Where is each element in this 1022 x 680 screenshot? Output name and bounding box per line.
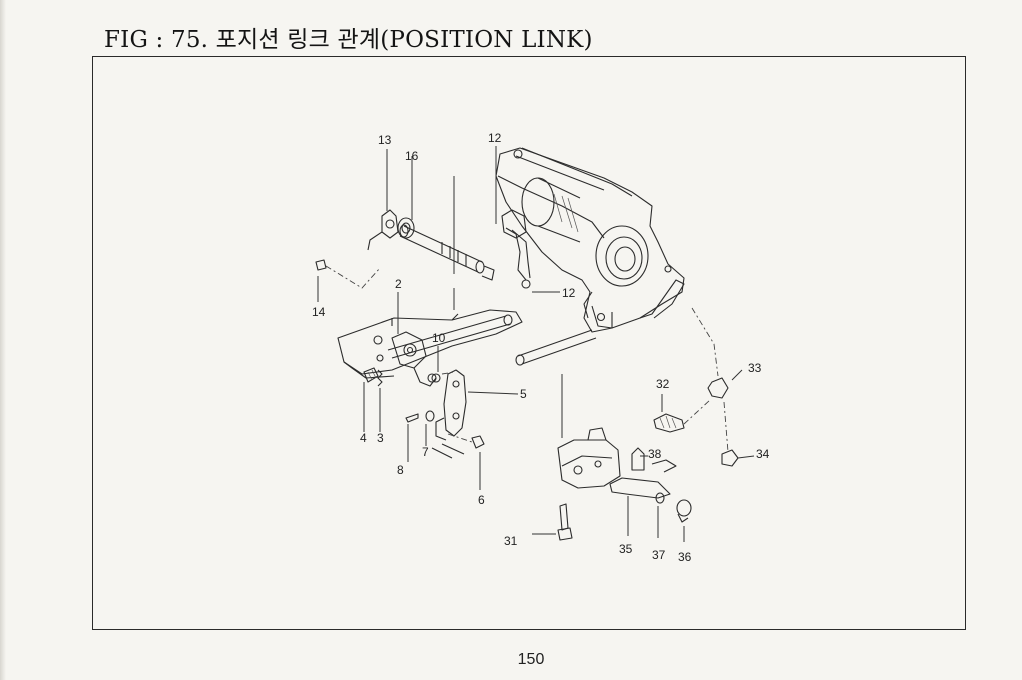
callout-31: 31 [504, 534, 518, 548]
long-link-rod [387, 314, 513, 359]
part-32-link [653, 399, 711, 433]
part-35-plate [609, 459, 677, 499]
callout-6: 6 [478, 493, 485, 507]
part-2-lever [391, 331, 437, 387]
part-7-washer [425, 410, 435, 422]
base-plate [337, 309, 523, 379]
lower-bracket-block [557, 427, 621, 489]
part-31-bolt [557, 503, 573, 541]
callout-4: 4 [360, 431, 367, 445]
callout-13: 13 [378, 133, 392, 147]
callout-35: 35 [619, 542, 633, 556]
callout-32: 32 [656, 377, 670, 391]
callout-7: 7 [422, 445, 429, 459]
callout-8: 8 [397, 463, 404, 477]
figure-frame [92, 56, 966, 630]
callout-14: 14 [312, 305, 326, 319]
part-3-spring [377, 369, 383, 387]
callout-labels: 13 16 12 12 14 2 10 5 4 3 7 8 6 33 32 38… [312, 131, 770, 564]
part-38-pin [631, 447, 645, 471]
scan-edge-shadow [0, 0, 6, 680]
callout-38: 38 [648, 447, 662, 461]
callout-2: 2 [395, 277, 402, 291]
page-title: FIG : 75. 포지션 링크 관계(POSITION LINK) [104, 27, 593, 53]
part-4-pin [363, 367, 379, 383]
callout-36: 36 [678, 550, 692, 564]
callout-12-side: 12 [562, 286, 576, 300]
page-number: 150 [517, 651, 545, 668]
part-8-screw [405, 413, 419, 423]
leader-lines [317, 146, 755, 542]
part-36-knob [676, 499, 692, 523]
part-13-bracket [367, 209, 399, 251]
part-14-bolt [315, 259, 381, 289]
callout-3: 3 [377, 431, 384, 445]
callout-5: 5 [520, 387, 527, 401]
callout-34: 34 [756, 447, 770, 461]
callout-12-top: 12 [488, 131, 502, 145]
callout-16: 16 [405, 149, 419, 163]
callout-37: 37 [652, 548, 666, 562]
part-5-lever [435, 369, 467, 441]
part-33-joint [691, 307, 729, 399]
part-6-bolt [431, 433, 485, 459]
exploded-parts-diagram: 13 16 12 12 14 2 10 5 4 3 7 8 6 33 32 38… [312, 131, 770, 564]
gear-housing [495, 147, 685, 333]
lower-link-rod [515, 329, 597, 366]
part-12-link [505, 227, 531, 289]
part-10-nut [431, 371, 455, 383]
callout-33: 33 [748, 361, 762, 375]
upper-shaft [399, 224, 495, 281]
part-37-washer [655, 492, 665, 504]
callout-10: 10 [432, 331, 446, 345]
part-16-washer [397, 217, 415, 239]
part-34-nut [721, 401, 739, 467]
